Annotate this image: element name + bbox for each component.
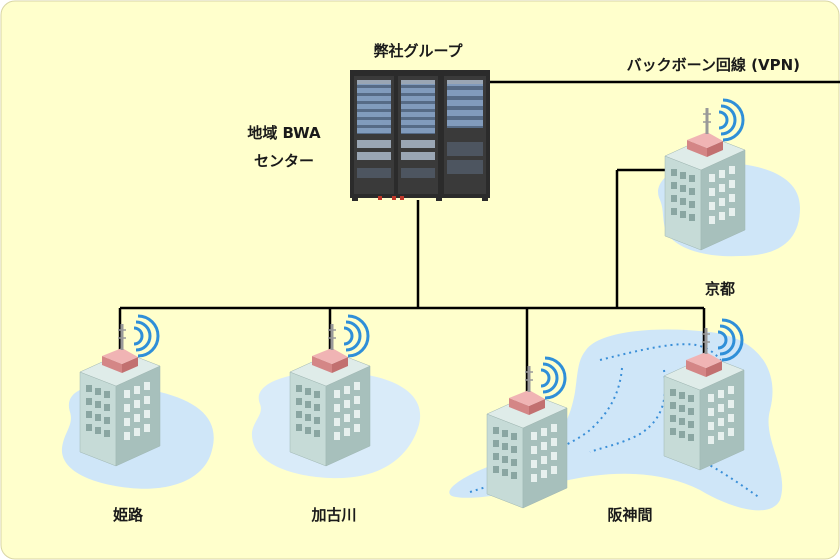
site-label-kyoto: 京都 bbox=[705, 280, 735, 298]
company-label: 弊社グループ bbox=[373, 42, 463, 60]
backbone-label: バックボーン回線 (VPN) bbox=[627, 56, 800, 74]
center-label-line1: 地域 BWA bbox=[247, 124, 321, 142]
center-label-line2: センター bbox=[254, 152, 314, 170]
site-label-himeji: 姫路 bbox=[113, 506, 144, 524]
server-rack-group bbox=[350, 70, 490, 201]
site-label-kakogawa: 加古川 bbox=[310, 506, 356, 524]
site-label-hanshinkan: 阪神間 bbox=[607, 506, 652, 524]
